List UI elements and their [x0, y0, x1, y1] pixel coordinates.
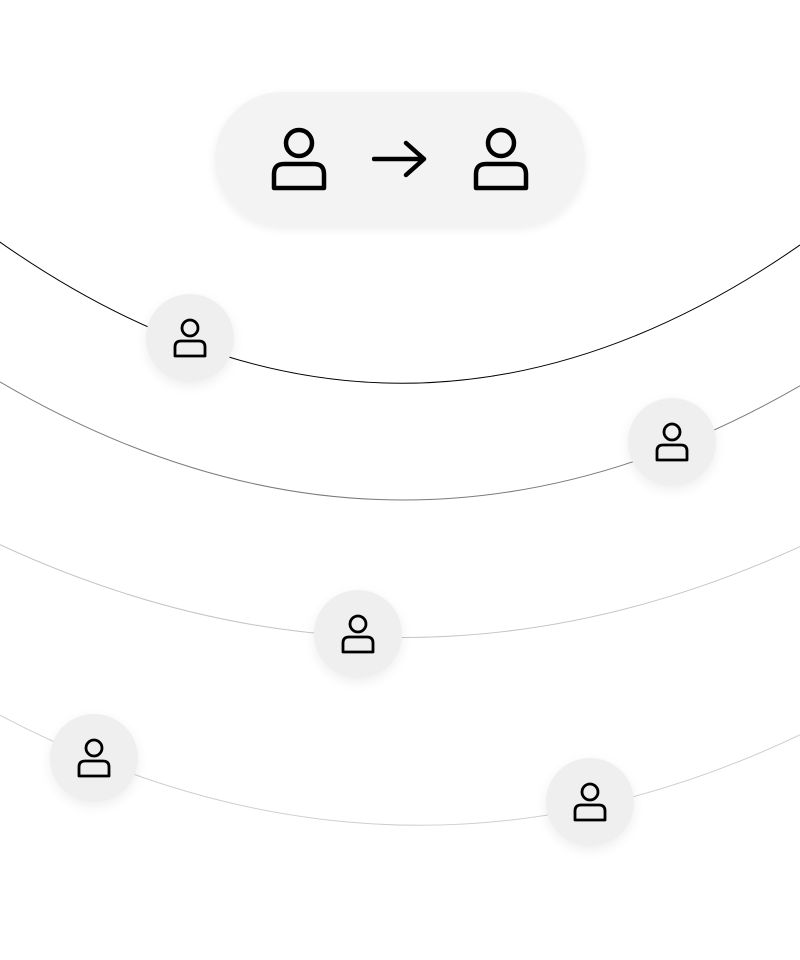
user-node [546, 758, 634, 846]
user-node [50, 714, 138, 802]
user-node [314, 590, 402, 678]
user-icon [173, 318, 207, 358]
referral-header-pill [215, 92, 585, 226]
user-node [146, 294, 234, 382]
user-icon [655, 422, 689, 462]
user-icon [77, 738, 111, 778]
user-icon [341, 614, 375, 654]
user-node [628, 398, 716, 486]
user-icon [573, 782, 607, 822]
arrow-right-icon [372, 139, 428, 179]
user-icon [270, 126, 328, 192]
user-icon [472, 126, 530, 192]
orbit-arc-1 [0, 241, 800, 384]
